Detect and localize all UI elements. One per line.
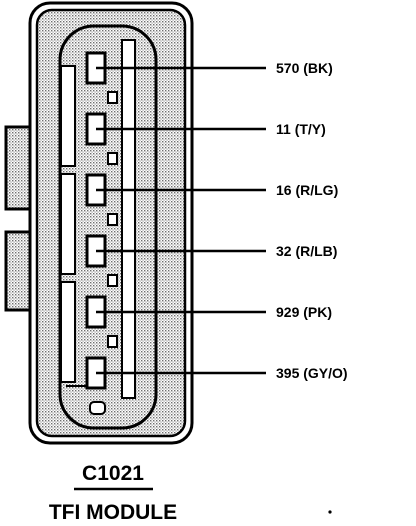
pin-latch (107, 335, 118, 348)
connector-id: C1021 (82, 462, 144, 485)
pin-label: 32 (R/LB) (276, 243, 337, 259)
pin-latch (107, 91, 118, 104)
connector-caption: C1021 TFI MODULE (49, 462, 177, 524)
connector-name: TFI MODULE (49, 501, 177, 524)
pin-label: 11 (T/Y) (276, 121, 326, 137)
pin-callouts: 570 (BK) 11 (T/Y) 16 (R/LG) 32 (R/LB) 929 (P… (96, 60, 348, 381)
pin-latch (107, 213, 118, 226)
pin-label: 395 (GY/O) (276, 365, 348, 381)
pin-label: 570 (BK) (276, 60, 333, 76)
pin-label: 16 (R/LG) (276, 182, 338, 198)
pin-latch (107, 152, 118, 165)
connector-cavity (58, 24, 158, 430)
pin-latch (107, 274, 118, 287)
stray-mark (328, 510, 332, 514)
pin-terminals (85, 51, 118, 390)
pin-label: 929 (PK) (276, 304, 332, 320)
